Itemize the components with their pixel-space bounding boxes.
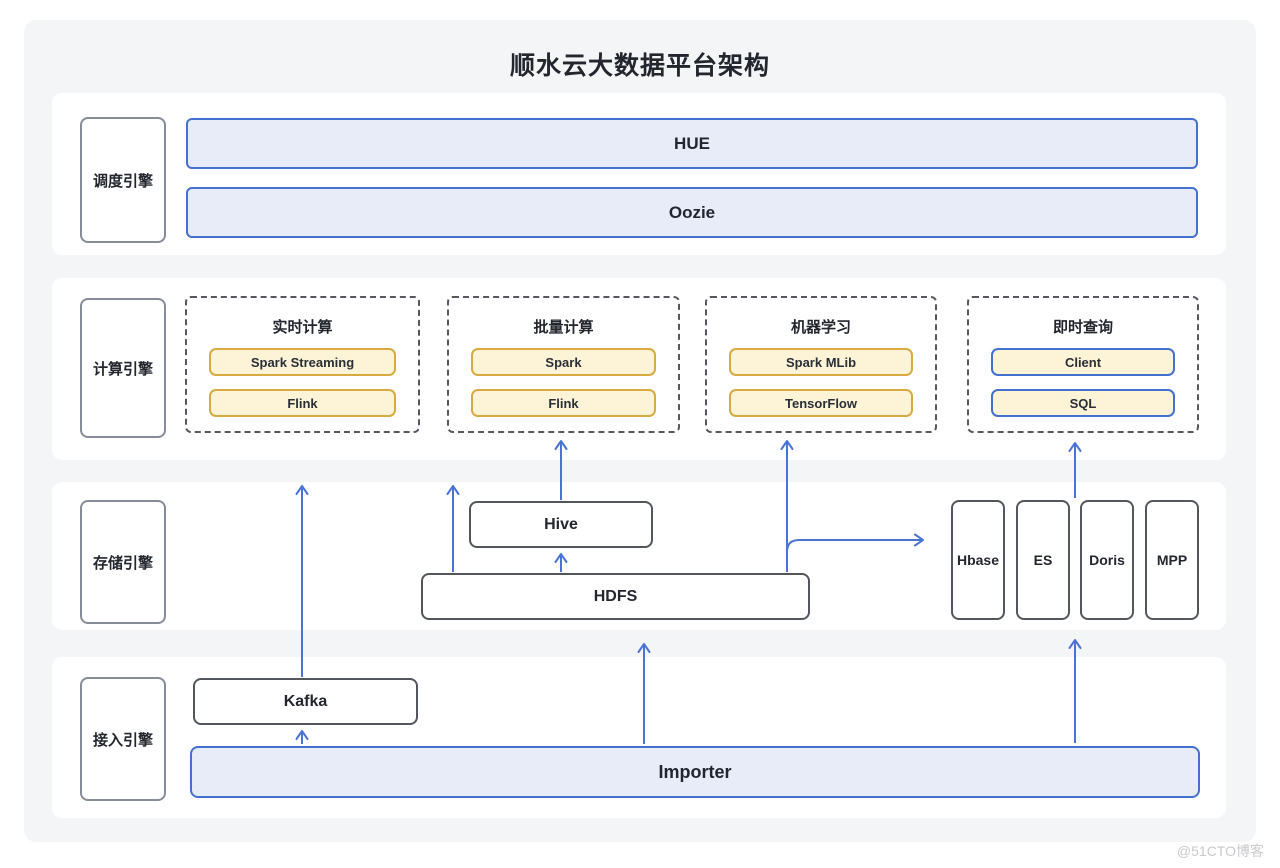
node-hbase: Hbase [951,500,1005,620]
node-spark-streaming: Spark Streaming [209,348,396,376]
node-hive: Hive [469,501,653,548]
node-client: Client [991,348,1175,376]
node-mpp: MPP [1145,500,1199,620]
node-sql: SQL [991,389,1175,417]
node-flink-batch: Flink [471,389,656,417]
diagram-title: 顺水云大数据平台架构 [509,52,770,80]
node-hdfs: HDFS [421,573,810,620]
group-title-ml: 机器学习 [790,319,851,336]
label-scheduling-engine: 调度引擎 [80,117,166,243]
node-kafka: Kafka [193,678,418,725]
node-importer: Importer [190,746,1200,798]
node-doris: Doris [1080,500,1134,620]
group-machine-learning: 机器学习 Spark MLib TensorFlow [705,296,937,433]
label-compute-engine: 计算引擎 [80,298,166,438]
group-title-realtime: 实时计算 [272,319,333,336]
node-tensorflow: TensorFlow [729,389,913,417]
label-access-engine: 接入引擎 [80,677,166,801]
node-flink-realtime: Flink [209,389,396,417]
group-instant-query: 即时查询 Client SQL [967,296,1199,433]
group-title-query: 即时查询 [1052,319,1113,336]
node-spark-mlib: Spark MLib [729,348,913,376]
node-es: ES [1016,500,1070,620]
watermark: @51CTO博客 [1176,843,1264,859]
group-title-batch: 批量计算 [533,319,594,336]
group-batch-compute: 批量计算 Spark Flink [447,296,680,433]
node-spark: Spark [471,348,656,376]
label-storage-engine: 存储引擎 [80,500,166,624]
node-oozie: Oozie [186,187,1198,238]
group-realtime-compute: 实时计算 Spark Streaming Flink [185,296,420,433]
node-hue: HUE [186,118,1198,169]
